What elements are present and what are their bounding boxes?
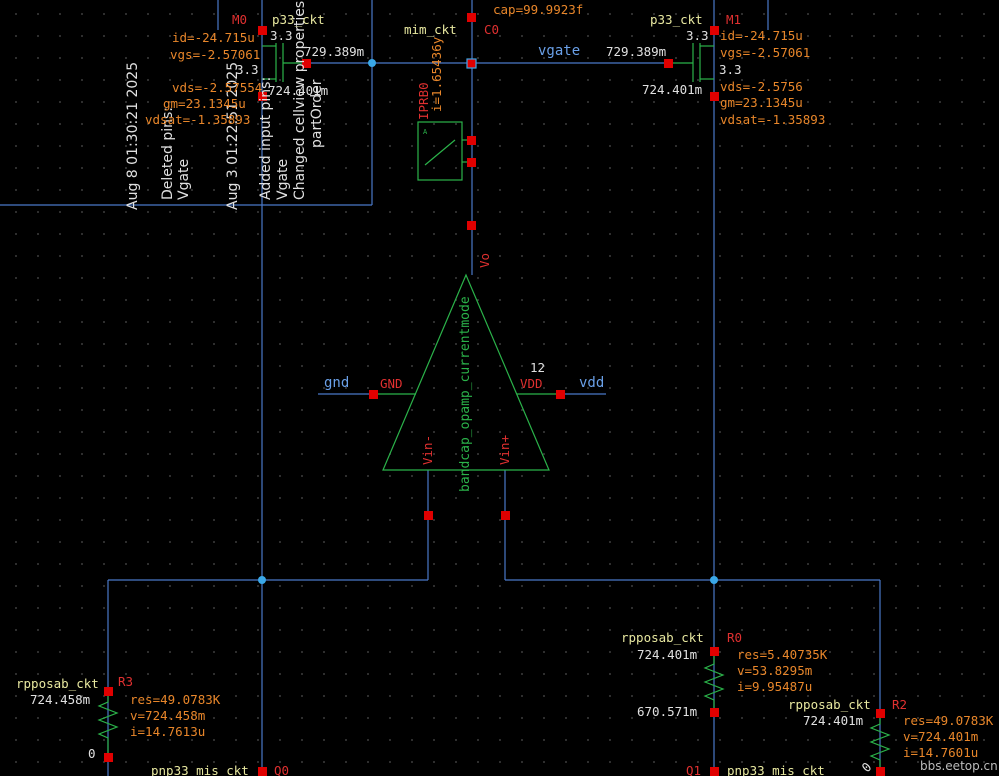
pins — [104, 13, 885, 776]
m0-labels: M0 p33_ckt id=-24.715u vgs=-2.57061 3.3 … — [145, 12, 364, 127]
m1-id: id=-24.715u — [720, 28, 803, 43]
opamp-symbol[interactable] — [373, 273, 560, 471]
r0-vtop: 724.401m — [637, 647, 697, 662]
r3-v: v=724.458m — [130, 708, 205, 723]
r3-i: i=14.7613u — [130, 724, 205, 739]
q0-model: pnp33_mis_ckt — [151, 763, 249, 776]
watermark: bbs.eetop.cn — [920, 759, 998, 773]
opamp-vo-label: Vo — [477, 253, 492, 268]
log-line-1: Deleted pins: — [160, 107, 176, 200]
r2-name: R2 — [892, 697, 907, 712]
m0-vd: 724.401m — [268, 83, 328, 98]
m0-vdsat: vdsat=-1.35893 — [145, 112, 250, 127]
opamp-vinp-label: Vin+ — [497, 435, 512, 465]
gnd-net-label: gnd — [324, 375, 349, 391]
c0-cap: cap=99.9923f — [493, 2, 583, 17]
m0-w: 3.3 — [270, 28, 293, 43]
r3-res: res=49.0783K — [130, 692, 221, 707]
r0-labels: rpposab_ckt R0 724.401m res=5.40735K v=5… — [621, 630, 828, 719]
r2-v: v=724.401m — [903, 729, 978, 744]
c0-model: mim_ckt — [404, 22, 457, 37]
log-line-0: Aug 8 01:30:21 2025 — [125, 62, 141, 210]
m1-labels: p33_ckt M1 3.3 id=-24.715u 729.389m vgs=… — [606, 12, 825, 127]
opamp-vinm-label: Vin- — [420, 435, 435, 465]
m0-vg: 729.389m — [304, 44, 364, 59]
transistor-m1-symbol[interactable] — [668, 43, 714, 82]
opamp-gnd-pin-label: GND — [380, 376, 403, 391]
r0-vbot: 670.571m — [637, 704, 697, 719]
q1-name: Q1 — [686, 763, 701, 776]
r0-v: v=53.8295m — [737, 663, 812, 678]
r2-i: i=14.7601u — [903, 745, 978, 760]
r2-labels: rpposab_ckt R2 724.401m res=49.0783K v=7… — [788, 697, 994, 775]
m1-l: 3.3 — [719, 62, 742, 77]
probe-glyph: A — [423, 128, 428, 136]
m1-model: p33_ckt — [650, 12, 703, 27]
opamp-cell-name: bandcap_opamp_currentmode — [458, 296, 473, 492]
r2-vbot: 0 — [859, 759, 875, 775]
m0-name: M0 — [232, 12, 247, 27]
r2-res: res=49.0783K — [903, 713, 994, 728]
m1-vdsat: vdsat=-1.35893 — [720, 112, 825, 127]
m0-l: 3.3 — [236, 62, 259, 77]
r0-i: i=9.95487u — [737, 679, 812, 694]
q1-model: pnp33_mis_ckt — [727, 763, 825, 776]
log-line-5: Vgate — [275, 159, 291, 200]
r0-res: res=5.40735K — [737, 647, 828, 662]
m0-model: p33_ckt — [272, 12, 325, 27]
r3-vbot: 0 — [88, 746, 96, 761]
m0-vds: vds=-2.57554 — [172, 80, 262, 95]
opamp-vdd-pin-label: VDD — [520, 376, 543, 391]
probe-name: IPRB0 — [416, 82, 431, 120]
r0-model: rpposab_ckt — [621, 630, 704, 645]
junctions — [258, 58, 718, 584]
resistor-r3-symbol[interactable] — [97, 692, 119, 758]
m0-gm: gm=23.1345u — [163, 96, 246, 111]
probe-value: i=1.65436y — [429, 36, 444, 112]
resistor-r0-symbol[interactable] — [703, 652, 725, 712]
r0-name: R0 — [727, 630, 742, 645]
r3-model: rpposab_ckt — [16, 676, 99, 691]
log-line-7: partOrder — [309, 79, 325, 148]
r3-name: R3 — [118, 674, 133, 689]
log-line-2: Vgate — [176, 159, 192, 200]
m1-vgs: vgs=-2.57061 — [720, 45, 810, 60]
log-annotations: Aug 8 01:30:21 2025 Deleted pins: Vgate … — [125, 0, 325, 210]
m0-vgs: vgs=-2.57061 — [170, 47, 260, 62]
vdd-number: 12 — [530, 360, 545, 375]
m1-vds: vds=-2.5756 — [720, 79, 803, 94]
r2-vtop: 724.401m — [803, 713, 863, 728]
r2-model: rpposab_ckt — [788, 697, 871, 712]
m1-vg: 729.389m — [606, 44, 666, 59]
c0-name: C0 — [484, 22, 499, 37]
m1-w: 3.3 — [686, 28, 709, 43]
m1-vd: 724.401m — [642, 82, 702, 97]
m1-name: M1 — [726, 12, 741, 27]
m0-id: id=-24.715u — [172, 30, 255, 45]
vdd-net-label: vdd — [579, 375, 604, 391]
vgate-net-label: vgate — [538, 43, 580, 59]
resistor-r2-symbol[interactable] — [869, 714, 891, 776]
q0-name: Q0 — [274, 763, 289, 776]
r3-vtop: 724.458m — [30, 692, 90, 707]
r3-labels: rpposab_ckt R3 724.458m res=49.0783K v=7… — [16, 674, 221, 761]
m1-gm: gm=23.1345u — [720, 95, 803, 110]
log-line-4: Added input pins: — [258, 77, 274, 200]
log-line-3: Aug 3 01:22:51 2025 — [225, 62, 241, 210]
log-line-6: Changed cellview properties: — [292, 0, 308, 200]
